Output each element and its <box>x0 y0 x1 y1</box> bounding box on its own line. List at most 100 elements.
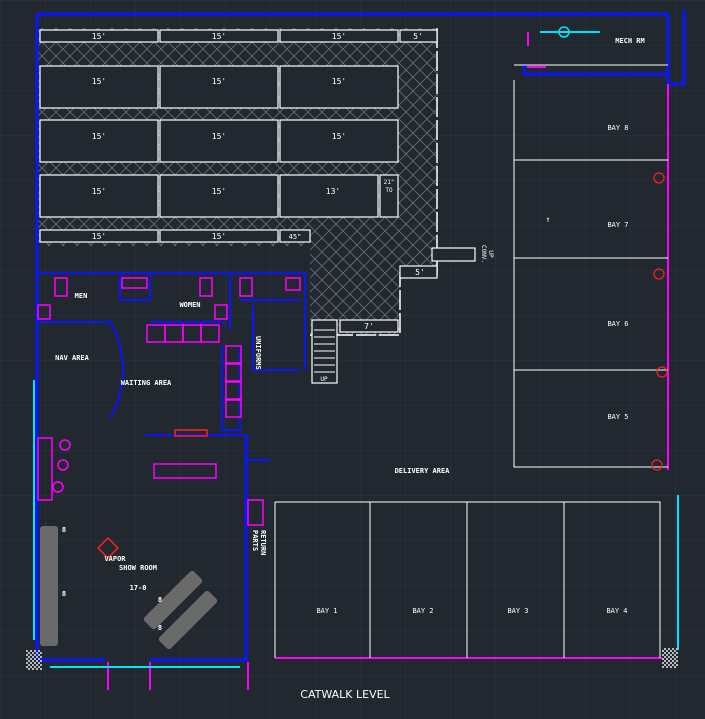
toilet-icon <box>54 277 68 297</box>
alarm-icon <box>656 366 668 378</box>
rack-dim: 15' <box>92 232 106 241</box>
landing-dim: 5' <box>415 268 425 277</box>
rack-dim: 15' <box>212 232 226 241</box>
bay-label: BAY 1 <box>316 607 337 615</box>
fixture-icon <box>558 26 570 38</box>
bay-label: BAY 6 <box>607 320 628 328</box>
room-label-waiting-area: WAITING AREA <box>121 379 172 387</box>
parts-return-label: RETURN <box>259 530 267 555</box>
landing-dim: 7' <box>364 322 374 331</box>
rack-tag: 8 <box>158 624 162 632</box>
landing-5 <box>399 265 438 279</box>
room-label-show-room: SHOW ROOM <box>119 564 157 572</box>
room-label-uniforms: UNIFORMS <box>254 336 262 370</box>
rack-cell <box>39 229 159 243</box>
rack-dim: 15' <box>332 32 346 41</box>
sink-icon <box>37 304 51 320</box>
column <box>26 650 42 670</box>
rack-cell <box>279 174 379 218</box>
rack-note-box <box>379 174 399 218</box>
rack-dim: 15' <box>92 77 106 86</box>
rack-cell <box>279 29 399 43</box>
rack-cell <box>159 29 279 43</box>
chair-icon <box>59 439 71 451</box>
chair-icon <box>225 381 242 400</box>
desk-icon <box>37 437 53 501</box>
conveyor-label: UP <box>487 250 494 258</box>
bay-label: BAY 7 <box>607 221 628 229</box>
rack-cell <box>39 65 159 109</box>
vapor-icon <box>97 537 119 559</box>
room-label-mech-room: MECH RM <box>615 37 645 45</box>
drawing-title: CATWALK LEVEL <box>300 688 390 701</box>
counter-icon <box>153 463 217 479</box>
rack-dim: 15' <box>92 187 106 196</box>
rack-dim: 45" <box>289 233 302 241</box>
toilet-icon <box>239 277 253 297</box>
tire-rack <box>40 526 218 650</box>
chair-icon <box>57 459 69 471</box>
rack-cell <box>39 119 159 163</box>
bay-label: BAY 8 <box>607 124 628 132</box>
windows <box>33 31 679 668</box>
room-label-delivery-area: DELIVERY AREA <box>395 467 451 475</box>
alarm-icon <box>651 459 663 471</box>
room-label-men: MEN <box>75 292 88 300</box>
rack-note: TO <box>385 187 393 194</box>
alarm-icon <box>653 172 665 184</box>
rack-cell <box>279 65 399 109</box>
door-icon <box>247 499 264 526</box>
bay-lines <box>274 64 668 658</box>
sink-icon <box>121 277 148 289</box>
sink-icon <box>285 277 301 291</box>
rack-dim: 15' <box>212 187 226 196</box>
rack-tag: 8 <box>158 596 162 604</box>
rack-dim: 5' <box>413 32 423 41</box>
bay-label: BAY 3 <box>507 607 528 615</box>
conveyor <box>431 247 476 262</box>
room-label-women: WOMEN <box>179 301 200 309</box>
rack-cell <box>39 29 159 43</box>
stair-treads <box>314 329 335 373</box>
arrow-up-icon: ↑ <box>546 215 551 224</box>
bay-label: BAY 2 <box>412 607 433 615</box>
rack-cell <box>159 119 279 163</box>
vent-icon <box>174 429 208 437</box>
rack-dim: 15' <box>92 132 106 141</box>
rack-cell <box>399 29 438 43</box>
chair-icon <box>225 345 242 364</box>
rack-dim: 15' <box>332 132 346 141</box>
office-walls <box>37 272 306 660</box>
rack-tag: 8 <box>62 590 66 598</box>
rack-dim: 15' <box>92 32 106 41</box>
rack-note: 21" <box>384 179 395 186</box>
rack-dim: 15' <box>212 32 226 41</box>
bay-label: BAY 5 <box>607 413 628 421</box>
rack-cell <box>39 174 159 218</box>
chair-icon <box>200 324 220 343</box>
rack-cell <box>279 229 311 243</box>
stair-label: UP <box>320 376 328 383</box>
chair-icon <box>52 481 64 493</box>
rack-cell <box>159 65 279 109</box>
parts-return-label: PARTS <box>251 530 259 551</box>
toilet-icon <box>199 277 213 297</box>
column <box>662 648 678 668</box>
bay-label: BAY 4 <box>606 607 627 615</box>
rack-dim: 15' <box>212 77 226 86</box>
rack-dim: 13' <box>326 187 340 196</box>
vapor-label: VAPOR <box>104 555 126 563</box>
office-fixtures <box>37 277 301 526</box>
chair-icon <box>225 399 242 418</box>
rack-dim: 15' <box>332 77 346 86</box>
show-room-tag: 17-0 <box>130 584 147 592</box>
room-label-nav-area: NAV AREA <box>55 354 90 362</box>
chair-icon <box>225 363 242 382</box>
conveyor-label: CONV. <box>480 245 487 263</box>
sink-icon <box>214 304 228 320</box>
landing-7 <box>339 319 399 333</box>
alarm-markers <box>651 172 668 471</box>
rack-dim: 15' <box>212 132 226 141</box>
rack-cell <box>159 174 279 218</box>
rack-cell <box>279 119 399 163</box>
